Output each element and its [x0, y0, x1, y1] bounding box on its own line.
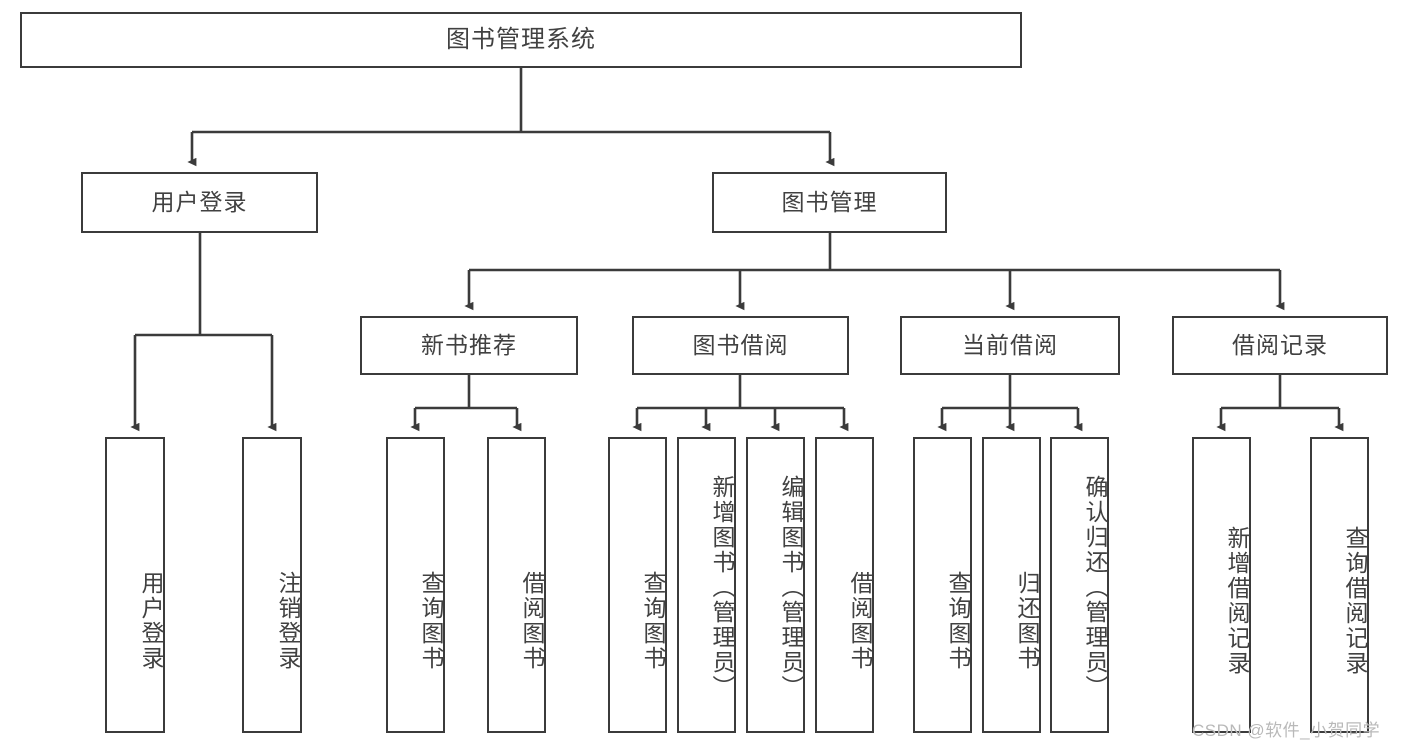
leaf-user-login[interactable]: 用户登录: [105, 437, 165, 733]
node-label: 新书推荐: [421, 332, 517, 359]
node-label: 图书管理: [781, 189, 878, 216]
node-label: 用户登录: [151, 189, 248, 216]
leaf-add-record[interactable]: 新增借阅记录: [1192, 437, 1251, 733]
leaf-user-logout[interactable]: 注销登录: [242, 437, 302, 733]
leaf-confirm-return[interactable]: 确认归还（管理员）: [1050, 437, 1109, 733]
node-label: 当前借阅: [962, 332, 1058, 359]
node-label: 用户登录: [138, 571, 164, 671]
node-root-system[interactable]: 图书管理系统: [20, 12, 1022, 68]
leaf-borrow-book-1[interactable]: 借阅图书: [487, 437, 546, 733]
node-label: 新增图书（管理员）: [709, 474, 735, 700]
csdn-watermark: CSDN @软件_小贺同学: [1192, 716, 1380, 741]
node-label: 查询借阅记录: [1342, 526, 1368, 676]
node-book-management[interactable]: 图书管理: [712, 172, 947, 233]
node-label: 借阅图书: [847, 571, 873, 671]
node-label: 新增借阅记录: [1224, 526, 1250, 676]
leaf-return-book[interactable]: 归还图书: [982, 437, 1041, 733]
leaf-query-book-2[interactable]: 查询图书: [608, 437, 667, 733]
node-label: 借阅图书: [519, 571, 545, 671]
node-new-book-recommend[interactable]: 新书推荐: [360, 316, 578, 375]
node-label: 图书管理系统: [446, 26, 596, 54]
node-borrow-record[interactable]: 借阅记录: [1172, 316, 1388, 375]
node-label: 查询图书: [945, 571, 971, 671]
node-book-borrow[interactable]: 图书借阅: [632, 316, 849, 375]
node-label: 编辑图书（管理员）: [778, 474, 804, 700]
node-label: 借阅记录: [1232, 332, 1328, 359]
node-label: 归还图书: [1014, 571, 1040, 671]
node-label: 注销登录: [275, 571, 301, 671]
node-user-login[interactable]: 用户登录: [81, 172, 318, 233]
leaf-edit-book[interactable]: 编辑图书（管理员）: [746, 437, 805, 733]
leaf-borrow-book-2[interactable]: 借阅图书: [815, 437, 874, 733]
leaf-add-book[interactable]: 新增图书（管理员）: [677, 437, 736, 733]
watermark-text: CSDN @软件_小贺同学: [1192, 721, 1381, 740]
node-label: 查询图书: [640, 571, 666, 671]
node-current-borrow[interactable]: 当前借阅: [900, 316, 1120, 375]
leaf-query-book-3[interactable]: 查询图书: [913, 437, 972, 733]
node-label: 图书借阅: [692, 332, 789, 359]
leaf-query-book-1[interactable]: 查询图书: [386, 437, 445, 733]
node-label: 查询图书: [418, 571, 444, 671]
leaf-query-record[interactable]: 查询借阅记录: [1310, 437, 1369, 733]
node-label: 确认归还（管理员）: [1082, 474, 1108, 700]
